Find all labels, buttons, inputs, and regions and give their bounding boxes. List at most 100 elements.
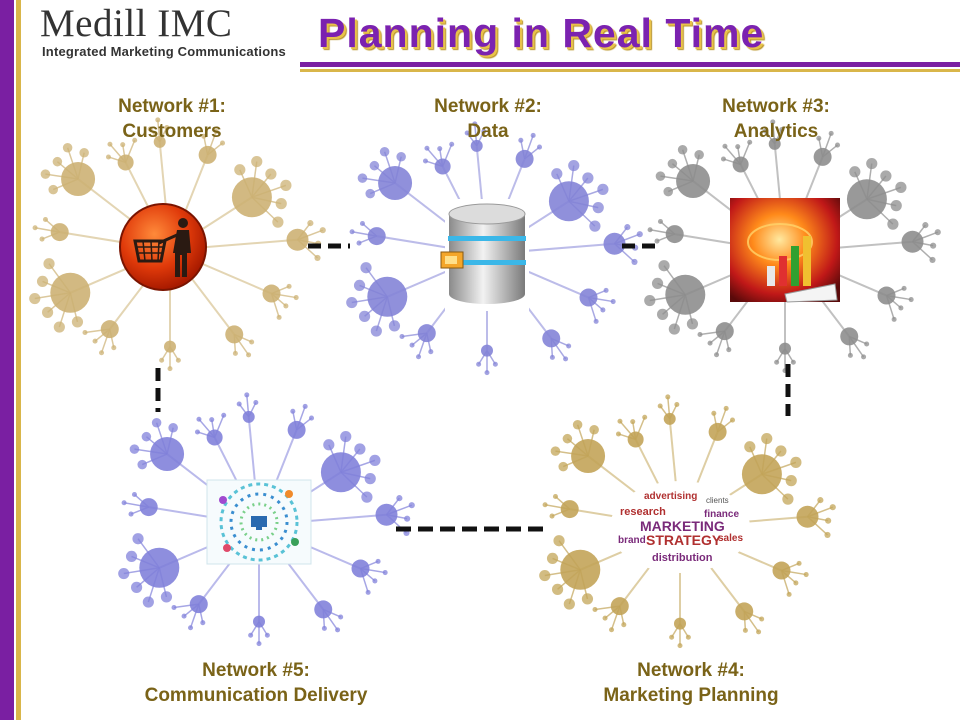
cluster-4-leaf-node bbox=[685, 634, 691, 640]
cluster-3-node bbox=[768, 137, 781, 150]
cluster-2-leaf-node bbox=[388, 320, 401, 332]
cluster-3-node bbox=[665, 225, 684, 244]
cluster-3-leaf-node bbox=[707, 340, 713, 346]
cluster-3-leaf-node bbox=[891, 316, 897, 322]
cluster-4-node bbox=[772, 561, 791, 580]
cluster-1-leaf-node bbox=[275, 198, 287, 210]
cluster-3-leaf-node bbox=[828, 130, 834, 136]
cluster-5-leaf-node bbox=[264, 632, 270, 638]
cluster-2-node bbox=[417, 324, 436, 343]
cluster-4-leaf-node bbox=[609, 627, 615, 633]
cluster-4-leaf-node bbox=[782, 493, 794, 505]
cluster-3-leaf-node bbox=[726, 347, 732, 353]
cluster-2-leaf-node bbox=[610, 299, 616, 305]
cluster-3-leaf-node bbox=[887, 218, 899, 230]
cluster-3-leaf-node bbox=[890, 200, 902, 212]
cluster-3-node bbox=[840, 327, 859, 346]
cluster-3-leaf-node bbox=[922, 222, 929, 229]
cluster-4-leaf-node bbox=[796, 560, 802, 566]
cluster-4-leaf-node bbox=[825, 517, 832, 524]
cluster-4-leaf-node bbox=[563, 598, 575, 610]
cluster-1-leaf-node bbox=[167, 366, 173, 372]
cluster-2-node bbox=[367, 276, 408, 317]
cluster-4-leaf-node bbox=[744, 441, 756, 453]
cluster-5-leaf-node bbox=[396, 495, 403, 502]
cluster-5-node bbox=[139, 547, 180, 588]
cluster-2-leaf-node bbox=[568, 159, 580, 172]
cluster-5-leaf-node bbox=[248, 632, 254, 638]
cluster-2-leaf-node bbox=[346, 296, 358, 309]
cluster-3-leaf-node bbox=[847, 352, 853, 358]
cluster-2-leaf-node bbox=[536, 144, 543, 150]
cluster-4-leaf-node bbox=[775, 445, 787, 457]
cluster-3-leaf-node bbox=[770, 119, 776, 125]
cluster-4-leaf-node bbox=[824, 531, 831, 538]
cluster-3-leaf-node bbox=[849, 166, 861, 178]
word-sales: sales bbox=[718, 533, 743, 544]
network-2-number: Network #2: bbox=[434, 96, 542, 117]
dashed-connectors bbox=[155, 243, 791, 532]
cluster-2-leaf-node bbox=[353, 279, 366, 292]
cluster-1-node bbox=[198, 145, 217, 164]
cluster-1-node bbox=[50, 223, 69, 242]
cluster-4-leaf-node bbox=[759, 616, 765, 622]
network-1-number: Network #1: bbox=[118, 96, 226, 117]
cluster-5-node bbox=[206, 429, 223, 446]
cluster-5-leaf-node bbox=[302, 403, 308, 409]
cluster-5-leaf-node bbox=[256, 641, 262, 647]
cluster-5-leaf-node bbox=[125, 550, 138, 563]
cluster-5-leaf-node bbox=[375, 558, 381, 564]
network-clusters bbox=[29, 117, 941, 649]
cluster-5-leaf-node bbox=[141, 431, 152, 442]
cluster-5-node bbox=[253, 615, 265, 628]
cluster-2-leaf-node bbox=[476, 361, 482, 367]
cluster-4-leaf-node bbox=[729, 417, 736, 423]
cluster-3-leaf-node bbox=[880, 170, 892, 182]
cluster-4-leaf-node bbox=[553, 535, 565, 547]
cluster-5-leaf-node bbox=[132, 533, 144, 545]
cluster-3-leaf-node bbox=[861, 354, 867, 360]
cluster-3-leaf-node bbox=[898, 305, 904, 311]
cluster-2-node bbox=[367, 227, 386, 246]
cluster-5-leaf-node bbox=[408, 502, 415, 509]
cluster-1-leaf-node bbox=[41, 306, 54, 318]
cluster-2-leaf-node bbox=[624, 224, 631, 231]
word-brand: brand bbox=[618, 535, 646, 546]
cluster-3-leaf-node bbox=[668, 323, 680, 335]
cluster-4-leaf-node bbox=[657, 403, 663, 409]
cluster-2-node bbox=[515, 149, 534, 168]
cluster-2-leaf-node bbox=[424, 145, 430, 151]
cluster-5-leaf-node bbox=[131, 491, 137, 498]
cluster-1-leaf-node bbox=[36, 275, 49, 288]
cluster-1-node bbox=[164, 340, 176, 353]
cluster-4-leaf-node bbox=[549, 513, 555, 519]
logo-main-text: Medill IMC bbox=[40, 2, 233, 45]
cluster-1-leaf-node bbox=[280, 179, 292, 191]
cluster-1-leaf-node bbox=[52, 156, 63, 167]
cluster-4-node bbox=[663, 412, 676, 425]
network-4-name: Marketing Planning bbox=[603, 685, 779, 706]
cluster-4-leaf-node bbox=[617, 418, 623, 424]
cluster-3-node bbox=[877, 286, 896, 305]
cluster-1-leaf-node bbox=[120, 142, 126, 148]
cluster-2-leaf-node bbox=[472, 121, 478, 127]
cluster-5-leaf-node bbox=[369, 454, 381, 466]
cluster-5-leaf-node bbox=[335, 627, 341, 633]
cluster-5-leaf-node bbox=[200, 620, 206, 626]
cluster-2-leaf-node bbox=[369, 160, 380, 171]
cluster-2-leaf-node bbox=[437, 146, 443, 152]
cluster-3-leaf-node bbox=[929, 256, 936, 263]
word-finance: finance bbox=[704, 509, 739, 520]
cluster-3-leaf-node bbox=[667, 158, 678, 169]
cluster-4-leaf-node bbox=[723, 405, 729, 411]
cluster-2-leaf-node bbox=[481, 129, 487, 135]
cluster-4-node bbox=[627, 431, 644, 448]
cluster-1-leaf-node bbox=[164, 125, 170, 131]
cluster-2-leaf-node bbox=[603, 287, 609, 293]
cluster-2-leaf-node bbox=[379, 146, 390, 157]
cluster-2-leaf-node bbox=[349, 229, 355, 235]
cluster-2-leaf-node bbox=[370, 325, 382, 337]
cluster-4-leaf-node bbox=[642, 414, 648, 420]
cluster-4-leaf-node bbox=[829, 504, 836, 511]
